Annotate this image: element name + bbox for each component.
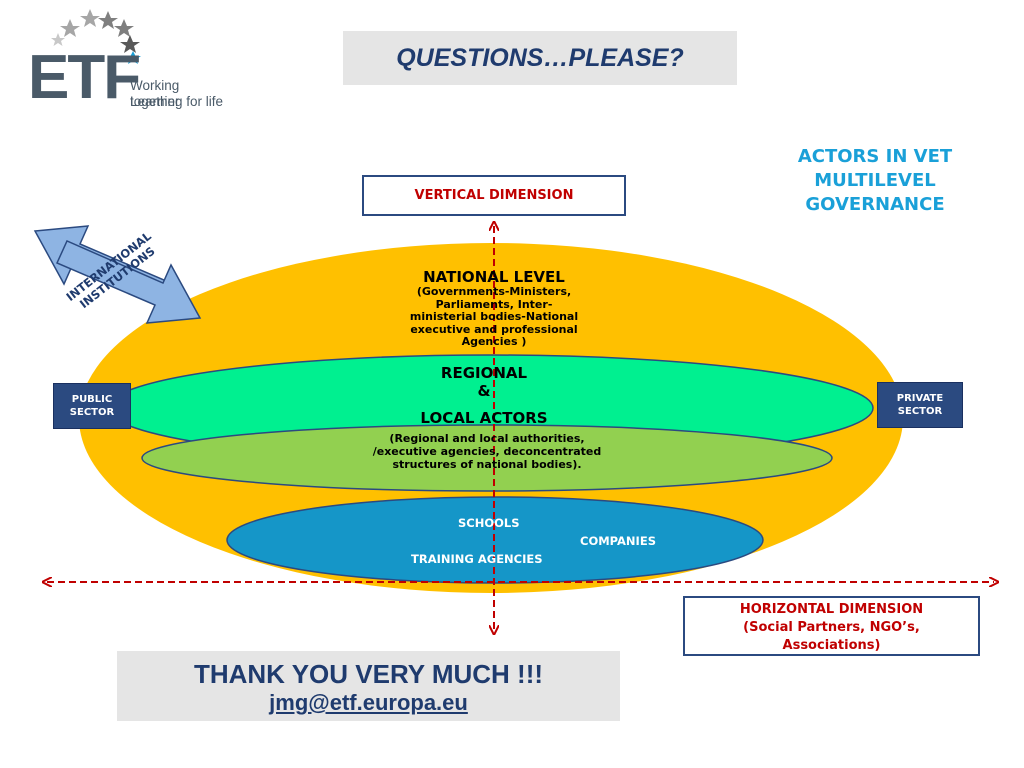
actors-heading-line1: ACTORS IN VET bbox=[797, 146, 953, 167]
private-sector-box: PRIVATE SECTOR bbox=[877, 382, 963, 428]
national-line2: Parliaments, Inter- bbox=[435, 297, 553, 311]
private-sector-line2: SECTOR bbox=[897, 406, 943, 417]
horizontal-dimension-line3: Associations) bbox=[782, 638, 881, 653]
regional-actors-text: REGIONAL & LOCAL ACTORS bbox=[384, 364, 584, 427]
public-sector-line2: SECTOR bbox=[69, 407, 115, 418]
logo-tagline-1: Working together bbox=[130, 78, 180, 109]
local-actors-detail: (Regional and local authorities, /execut… bbox=[337, 432, 637, 471]
horizontal-dimension-line2: (Social Partners, NGO’s, bbox=[743, 620, 920, 635]
national-line3: ministerial bodies-National bbox=[409, 310, 579, 323]
national-level-heading: NATIONAL LEVEL bbox=[423, 268, 565, 286]
national-line5: Agencies ) bbox=[461, 335, 527, 348]
schools-label: SCHOOLS bbox=[458, 516, 520, 530]
logo-wordmark: ETF bbox=[28, 43, 141, 112]
stars-icon bbox=[51, 9, 141, 64]
actors-heading: ACTORS IN VET MULTILEVEL GOVERNANCE bbox=[760, 145, 990, 217]
horizontal-dimension-line1: HORIZONTAL DIMENSION bbox=[739, 602, 924, 617]
regional-line3: LOCAL ACTORS bbox=[420, 409, 548, 427]
regional-line2: & bbox=[477, 382, 491, 400]
actors-heading-line3: GOVERNANCE bbox=[805, 194, 945, 215]
regional-detail3: structures of national bodies). bbox=[392, 458, 582, 471]
regional-detail2: /executive agencies, deconcentrated bbox=[372, 445, 602, 458]
private-sector-line1: PRIVATE bbox=[896, 393, 944, 404]
regional-detail1: (Regional and local authorities, bbox=[389, 432, 585, 445]
training-agencies-label: TRAINING AGENCIES bbox=[411, 552, 543, 566]
public-sector-box: PUBLIC SECTOR bbox=[53, 383, 131, 429]
companies-label: COMPANIES bbox=[580, 534, 656, 548]
vertical-dimension-box: VERTICAL DIMENSION bbox=[362, 175, 626, 216]
etf-logo: ETF Working together Learning for life bbox=[20, 5, 230, 115]
regional-line1: REGIONAL bbox=[440, 364, 528, 382]
thank-you-box: THANK YOU VERY MUCH !!! jmg@etf.europa.e… bbox=[117, 651, 620, 721]
local-ellipse bbox=[141, 424, 833, 492]
actors-heading-line2: MULTILEVEL bbox=[814, 170, 936, 191]
arrow-down-right-icon bbox=[56, 240, 202, 324]
thank-you-text: THANK YOU VERY MUCH !!! bbox=[193, 659, 544, 689]
national-line1: (Governments-Ministers, bbox=[416, 285, 572, 298]
horizontal-dimension-box: HORIZONTAL DIMENSION (Social Partners, N… bbox=[683, 596, 980, 656]
title-box: QUESTIONS…PLEASE? bbox=[343, 31, 737, 85]
page-title: QUESTIONS…PLEASE? bbox=[396, 43, 684, 72]
public-sector-line1: PUBLIC bbox=[71, 394, 113, 405]
national-line4: executive and professional bbox=[410, 322, 578, 336]
vertical-dimension-label: VERTICAL DIMENSION bbox=[414, 188, 574, 203]
email-link[interactable]: jmg@etf.europa.eu bbox=[269, 690, 468, 715]
national-level-text: NATIONAL LEVEL (Governments-Ministers, P… bbox=[384, 268, 604, 349]
logo-tagline-2: Learning for life bbox=[130, 94, 224, 109]
